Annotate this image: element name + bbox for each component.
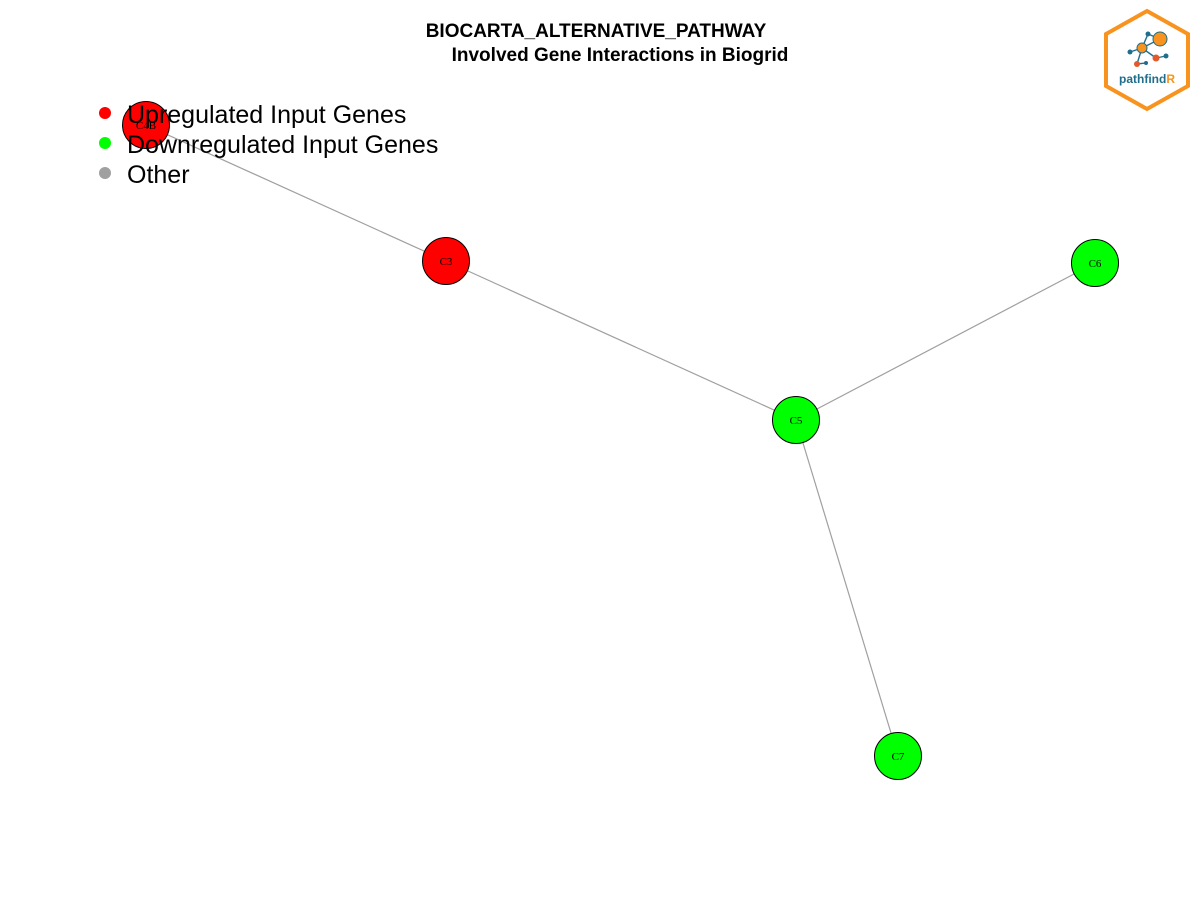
legend-label-other: Other [127, 161, 190, 189]
legend-label-downregulated: Downregulated Input Genes [127, 131, 439, 159]
node-c4b: C4B [122, 101, 170, 149]
pathfindr-logo-icon: pathfindR [1104, 8, 1190, 112]
edge-c5-c6 [795, 262, 1096, 421]
legend-dot-other [99, 167, 111, 179]
title-line-2: Involved Gene Interactions in Biogrid [451, 45, 789, 66]
chart-title: BIOCARTA_ALTERNATIVE_PATHWAY Involved Ge… [0, 20, 1200, 68]
logo-network-nodes [1127, 31, 1169, 67]
legend-dot-downregulated [99, 137, 111, 149]
legend-label-upregulated: Upregulated Input Genes [127, 101, 407, 129]
node-c6: C6 [1071, 239, 1119, 287]
node-circle-c7 [874, 732, 922, 780]
node-c7: C7 [874, 732, 922, 780]
logo-text: pathfindR [1119, 72, 1175, 86]
node-circle-c4b [122, 101, 170, 149]
logo-text-accent: R [1166, 72, 1175, 86]
node-c5: C5 [772, 396, 820, 444]
title-line-1: BIOCARTA_ALTERNATIVE_PATHWAY [425, 21, 767, 42]
node-label-c7: C7 [892, 751, 905, 763]
node-label-c3: C3 [440, 256, 453, 268]
node-label-c4b: C4B [136, 120, 156, 132]
node-circle-c6 [1071, 239, 1119, 287]
node-label-c6: C6 [1089, 258, 1102, 270]
node-circle-c3 [422, 237, 470, 285]
node-label-c5: C5 [790, 415, 803, 427]
node-circle-c5 [772, 396, 820, 444]
edge-c4b-c3 [145, 124, 447, 262]
edge-c3-c5 [445, 260, 797, 421]
legend-dot-upregulated [99, 107, 111, 119]
node-c3: C3 [422, 237, 470, 285]
edges-layer [145, 124, 1096, 757]
edge-c5-c7 [795, 419, 899, 757]
logo-text-main: pathfind [1119, 72, 1166, 86]
logo-hexagon [1104, 8, 1190, 112]
